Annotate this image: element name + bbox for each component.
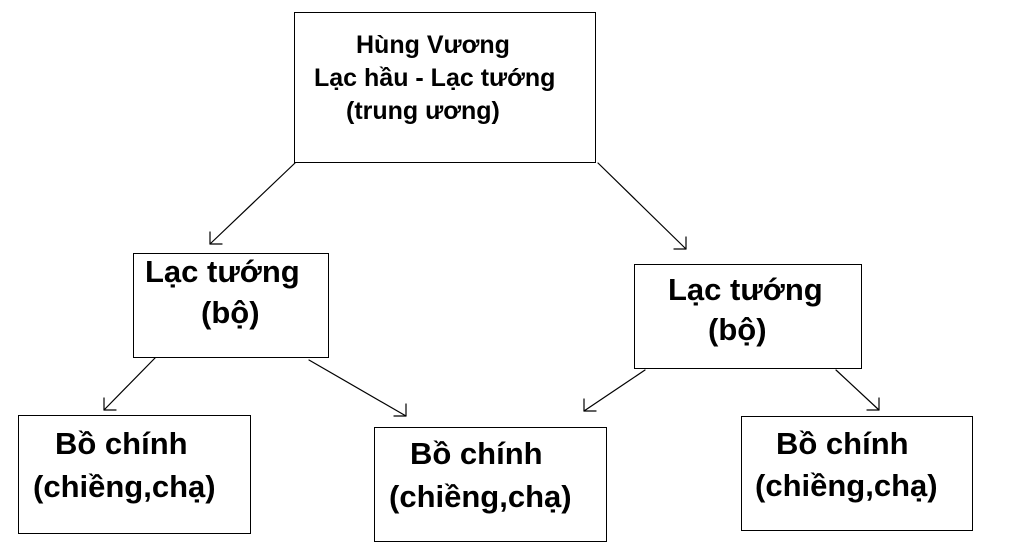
arrow-mid-right-to-leaf-right <box>835 369 880 411</box>
node-leaf-center-line1: Bồ chính <box>410 436 543 471</box>
node-mid-left-line2: (bộ) <box>201 295 260 330</box>
node-leaf-right-line1: Bồ chính <box>776 426 909 461</box>
node-leaf-left-line1: Bồ chính <box>55 426 188 461</box>
node-mid-left <box>133 253 329 358</box>
node-mid-right-line1: Lạc tướng <box>668 272 823 307</box>
arrow-top-to-mid-right <box>597 162 687 250</box>
node-leaf-center-line2: (chiềng,chạ) <box>389 479 572 514</box>
node-leaf-center <box>374 427 607 542</box>
node-top <box>294 12 596 163</box>
node-top-line1: Hùng Vương <box>356 31 510 59</box>
arrow-mid-left-to-leaf-center <box>308 359 407 417</box>
node-leaf-right-line2: (chiềng,chạ) <box>755 468 938 503</box>
arrow-mid-right-to-leaf-center <box>583 369 646 412</box>
node-leaf-left-line2: (chiềng,chạ) <box>33 469 216 504</box>
node-top-line3: (trung ương) <box>346 97 500 125</box>
node-mid-left-line1: Lạc tướng <box>145 254 300 289</box>
node-top-line2: Lạc hầu - Lạc tướng <box>314 64 556 92</box>
node-leaf-right <box>741 416 973 531</box>
arrow-top-to-mid-left <box>209 162 296 245</box>
arrow-mid-left-to-leaf-left <box>103 357 156 411</box>
node-mid-right-line2: (bộ) <box>708 312 767 347</box>
node-mid-right <box>634 264 862 369</box>
node-leaf-left <box>18 415 251 534</box>
